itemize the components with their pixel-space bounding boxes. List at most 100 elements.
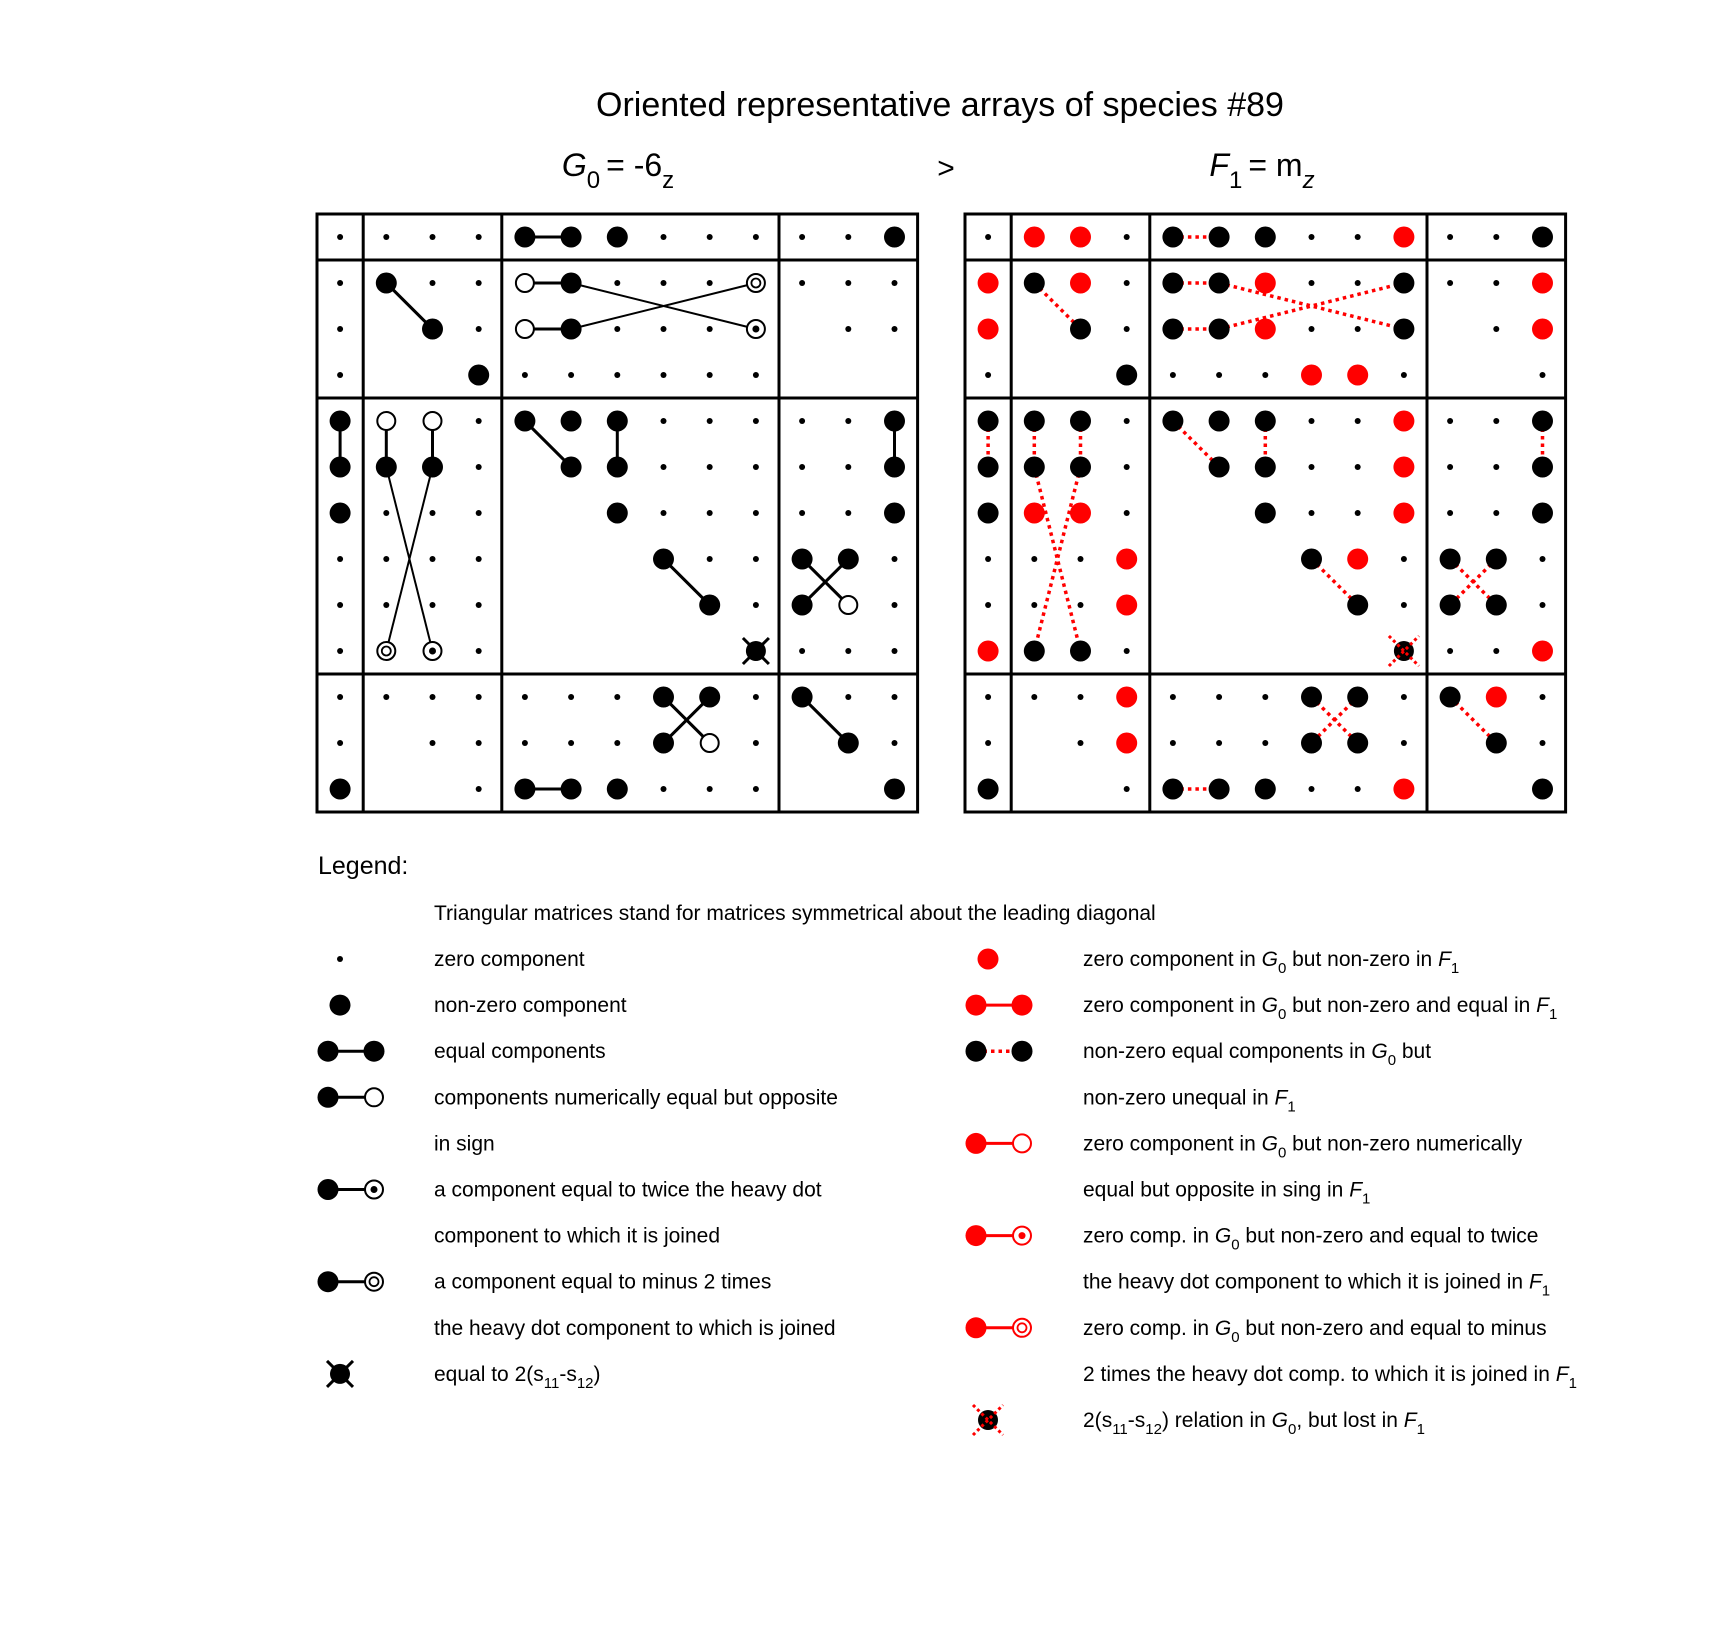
legend-label-part: 0 [1388, 1052, 1396, 1069]
zero-component-dot [337, 694, 344, 700]
zero-component-dot [1400, 602, 1407, 608]
non-zero-component-dot [1254, 410, 1276, 432]
legend-label-part: 2 times the heavy dot comp. to which it … [1083, 1363, 1556, 1386]
red-component-dot [1116, 594, 1138, 616]
zero-component-dot [660, 234, 667, 240]
left-array-heading: G0= -6z [562, 147, 674, 194]
left-array-rhs: = -6 [606, 147, 662, 183]
legend-label: 2(s11​-s12​) relation in G0​, but lost i… [1083, 1409, 1425, 1438]
zero-component-dot [985, 234, 992, 240]
non-zero-component-dot [965, 1040, 987, 1062]
legend-label-part: but non-zero and equal to twice [1240, 1225, 1539, 1248]
unequal-components-dotted-link [1448, 695, 1498, 745]
zero-component-dot [985, 602, 992, 608]
legend-label-part: s [1135, 1409, 1146, 1432]
legend-item-red-opposite: zero component in G0​ but non-zero numer… [965, 1132, 1523, 1208]
zero-component-dot [1400, 740, 1407, 746]
zero-component-dot [1354, 280, 1361, 286]
legend-label: 2 times the heavy dot comp. to which it … [1083, 1363, 1577, 1392]
non-zero-component-dot [1439, 686, 1461, 708]
non-zero-component-dot [329, 778, 351, 800]
non-zero-component-dot [1254, 226, 1276, 248]
legend-label-part: 12 [1145, 1421, 1162, 1438]
legend-label-part: 1 [1362, 1191, 1370, 1208]
non-zero-component-dot [653, 732, 674, 754]
equal-components-link [662, 695, 711, 745]
array-border [315, 212, 920, 814]
non-zero-component-dot [1254, 456, 1276, 478]
zero-component-dot [337, 280, 344, 286]
array-components [977, 226, 1553, 800]
legend-item-red-twice: zero comp. in G0​ but non-zero and equal… [965, 1225, 1550, 1300]
red-component-dot [1347, 548, 1369, 570]
non-zero-component-dot [1208, 272, 1230, 294]
zero-component-dot [891, 556, 898, 562]
zero-component-dot [752, 372, 759, 378]
non-zero-component-dot [1301, 548, 1322, 570]
zero-component-dot [1308, 234, 1315, 240]
legend-label-part: 0 [1288, 1421, 1296, 1438]
unequal-components-dotted-link [1033, 281, 1082, 331]
lost-relation-cross-stroke [971, 1403, 1005, 1437]
non-zero-component-dot [1208, 778, 1230, 800]
unequal-components-dotted-link [1310, 695, 1359, 745]
legend-label-part: G [1371, 1040, 1387, 1063]
zero-component-dot [799, 510, 806, 516]
non-zero-component-dot [375, 272, 397, 294]
zero-component-dot [337, 740, 344, 746]
non-zero-component-dot [1208, 410, 1230, 432]
zero-component-dot [1077, 740, 1084, 746]
zero-component-dot [1354, 786, 1361, 792]
zero-component-dot [1447, 234, 1454, 240]
zero-component-dot [429, 510, 436, 516]
zero-component-dot [799, 418, 806, 424]
zero-component-dot [383, 602, 390, 608]
zero-component-dot [1493, 510, 1500, 516]
legend-label: equal to 2(s11​-s12​) [434, 1363, 601, 1392]
zero-component-dot [383, 556, 390, 562]
legend-label-part: 0 [1231, 1237, 1239, 1254]
zero-component-dot [985, 556, 992, 562]
red-component-dot [1301, 364, 1322, 386]
legend-label: a component equal to twice the heavy dot [434, 1179, 822, 1202]
zero-component-dot [475, 234, 482, 240]
red-component-dot [1393, 502, 1415, 524]
zero-component-dot [614, 280, 621, 286]
left-array-symbol: G [562, 147, 587, 183]
legend-label-part: F [1349, 1179, 1363, 1202]
unequal-components-dotted-link [1171, 419, 1221, 469]
non-zero-component-dot [791, 594, 813, 616]
non-zero-component-dot [1301, 732, 1322, 754]
non-zero-component-dot [422, 318, 443, 340]
zero-component-dot [1262, 694, 1269, 700]
legend-item-red: zero component in G0​ but non-zero in F1… [977, 948, 1459, 977]
zero-component-dot [1123, 326, 1130, 332]
zero-component-dot [706, 234, 713, 240]
legend-label-part: zero comp. in [1083, 1225, 1215, 1248]
legend-label: equal components [434, 1040, 606, 1063]
non-zero-component-dot [1485, 732, 1507, 754]
zero-component-dot [752, 234, 759, 240]
zero-component-dot [475, 694, 482, 700]
zero-component-dot [891, 326, 898, 332]
zero-component-dot [475, 464, 482, 470]
legend-label-part: zero component in [1083, 948, 1262, 971]
red-opposite-sign-component-dot [1012, 1133, 1032, 1154]
legend-label-part: F [1438, 948, 1452, 971]
zero-component-dot [521, 740, 528, 746]
minus-two-component-inner-ring [1016, 1322, 1028, 1334]
non-zero-component-dot [606, 410, 628, 432]
zero-component-dot [1123, 648, 1130, 654]
legend-label: zero component in G0​ but non-zero in F1… [1083, 948, 1459, 977]
red-component-dot [965, 1225, 987, 1247]
zero-component-dot [660, 510, 667, 516]
legend-item-dotted: non-zero equal components in G0​ butnon-… [965, 1040, 1431, 1115]
non-zero-component-dot [1532, 502, 1553, 524]
legend-item-red-equal: zero component in G0​ but non-zero and e… [965, 994, 1557, 1023]
legend-label-part: equal to 2( [434, 1363, 533, 1386]
non-zero-component-dot [653, 686, 674, 708]
non-zero-component-dot [791, 548, 813, 570]
non-zero-component-dot [977, 410, 999, 432]
zero-component-dot [1123, 786, 1130, 792]
